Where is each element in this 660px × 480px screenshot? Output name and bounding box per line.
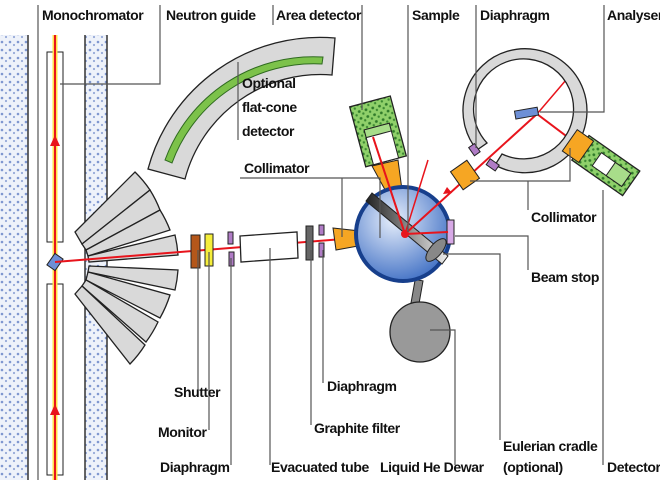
leader-lines xyxy=(37,5,605,480)
label-flat-cone-2: flat-cone xyxy=(242,99,297,115)
label-evacuated-tube: Evacuated tube xyxy=(271,459,369,475)
graphite-filter xyxy=(305,225,314,261)
label-flat-cone-3: detector xyxy=(242,123,295,139)
label-diaphragm-mid: Diaphragm xyxy=(327,378,397,394)
cradle-ring xyxy=(425,238,447,262)
label-collimator-right: Collimator xyxy=(531,209,597,225)
diaphragm xyxy=(318,224,325,236)
beam-arrow-icon xyxy=(50,135,60,146)
collimator xyxy=(449,159,481,191)
detector xyxy=(561,128,641,197)
label-area-detector: Area detector xyxy=(276,7,362,23)
label-diaphragm-top: Diaphragm xyxy=(480,7,550,23)
label-monochromator: Monochromator xyxy=(42,7,144,23)
analyser-crystal xyxy=(513,106,540,120)
label-detector: Detector xyxy=(607,459,660,475)
label-eulerian-cradle-2: (optional) xyxy=(503,459,563,475)
beam-stop xyxy=(446,219,455,245)
diaphragm xyxy=(318,242,325,258)
label-shutter: Shutter xyxy=(174,384,221,400)
label-monitor: Monitor xyxy=(158,424,207,440)
diaphragm xyxy=(467,142,481,157)
label-analyser: Analyser xyxy=(607,7,660,23)
evacuated-tube xyxy=(239,231,299,263)
label-collimator-left: Collimator xyxy=(244,160,310,176)
label-graphite-filter: Graphite filter xyxy=(314,420,401,436)
flat-cone-detector xyxy=(147,36,336,180)
label-beam-stop: Beam stop xyxy=(531,269,599,285)
monochromator-shielding xyxy=(74,171,179,365)
label-eulerian-cradle-1: Eulerian cradle xyxy=(503,438,598,454)
area-detector xyxy=(348,95,408,168)
shutter xyxy=(190,234,201,269)
shielding-wall-left xyxy=(0,35,29,480)
diaphragm xyxy=(485,158,500,172)
label-neutron-guide: Neutron guide xyxy=(166,7,256,23)
labels: Monochromator Neutron guide Area detecto… xyxy=(42,7,660,475)
liquid-he-dewar xyxy=(389,301,451,363)
beam-arrow-icon xyxy=(50,404,60,415)
diaphragm xyxy=(227,231,234,245)
label-flat-cone-1: Optional xyxy=(242,75,296,91)
beam-arrow-icon xyxy=(443,187,452,194)
label-sample: Sample xyxy=(412,7,460,23)
label-diaphragm-bottom: Diaphragm xyxy=(160,459,230,475)
label-liquid-he-dewar: Liquid He Dewar xyxy=(380,459,485,475)
